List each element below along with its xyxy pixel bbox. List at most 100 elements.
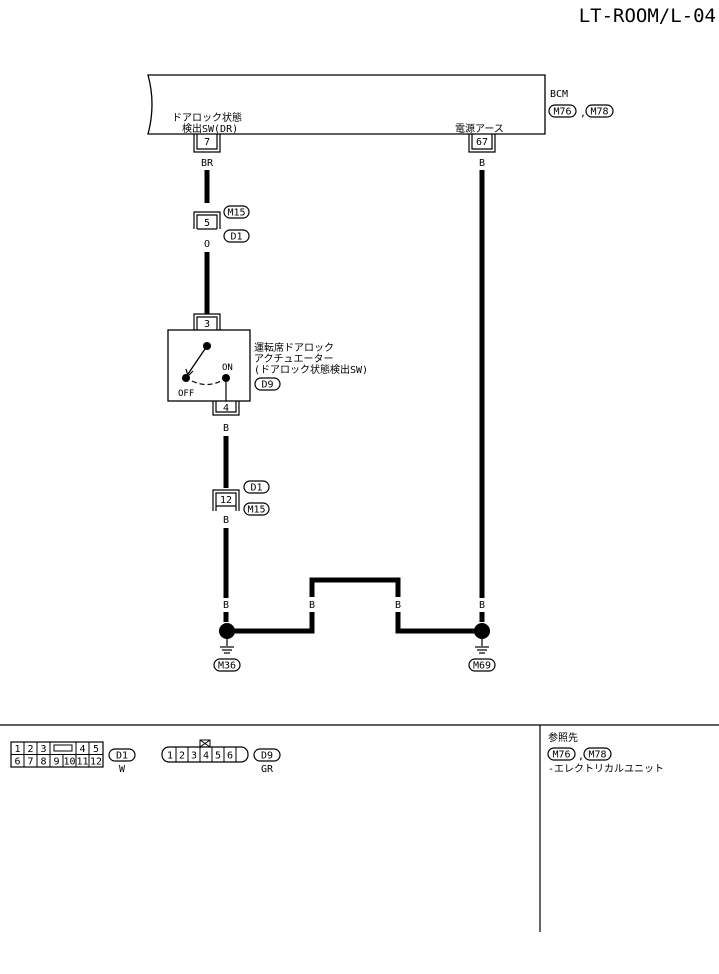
- wire-color-b-joint-left: B: [309, 600, 315, 611]
- joint2-conn-top-pill: [243, 480, 270, 494]
- bcm-term2-label: 電源アース: [455, 122, 504, 135]
- ground-right: [474, 612, 490, 654]
- bcm-pin-67-connector: 67: [468, 134, 496, 153]
- bcm-conn-sep: ,: [580, 108, 586, 119]
- d9-pin-5: 5: [215, 751, 221, 762]
- bcm-conn-m78-pill: [585, 104, 614, 118]
- joint1-connector: 5: [193, 211, 221, 230]
- switch-state-on: ON: [222, 363, 233, 373]
- ground-right-conn: M69: [473, 661, 491, 672]
- ground-left-conn-pill: [213, 658, 241, 672]
- actuator-label-1: 運転席ドアロック: [254, 341, 334, 354]
- d9-pin-2: 2: [179, 751, 185, 762]
- ground-left-node: [219, 623, 235, 639]
- joint1-conn-bottom: D1: [230, 232, 242, 243]
- legend-d1-name: D1: [116, 751, 128, 762]
- actuator-conn-pill: [254, 377, 281, 391]
- legend-d9-name: D9: [261, 751, 273, 762]
- switch-state-off: OFF: [178, 389, 194, 399]
- wire-color-b-left-mid: B: [223, 515, 229, 526]
- ref-m78: M78: [588, 750, 606, 761]
- actuator-conn: D9: [261, 380, 273, 391]
- bcm-pin-7-connector: 7: [193, 134, 221, 153]
- bcm-term1-label-1: ドアロック状態: [172, 111, 242, 124]
- bcm-conn-m76: M76: [553, 107, 571, 118]
- ground-right-conn-pill: [468, 658, 496, 672]
- switch-blade: [187, 345, 208, 375]
- bcm-conn-m78: M78: [590, 107, 608, 118]
- legend-d1-color: W: [119, 764, 126, 775]
- actuator-pin-top: 3: [204, 319, 210, 330]
- joint2-conn-top: D1: [250, 483, 262, 494]
- reference-text: -エレクトリカルユニット: [548, 763, 664, 775]
- wire-color-br: BR: [201, 158, 214, 169]
- ground-link-right: [395, 612, 480, 634]
- d1-pin-10: 10: [63, 757, 75, 768]
- ref-m78-pill: [583, 747, 612, 761]
- bcm-pin-7: 7: [204, 137, 210, 148]
- joint2-conn-bottom-pill: [243, 502, 270, 516]
- bcm-conn-m76-pill: [548, 104, 577, 118]
- legend-d1-pill: [108, 748, 136, 762]
- ref-sep: ,: [578, 751, 584, 762]
- d1-pin-2: 2: [27, 744, 33, 755]
- d9-pin-1: 1: [167, 751, 173, 762]
- joint2-connector: 12: [212, 489, 240, 511]
- legend-d9-color: GR: [261, 764, 274, 775]
- ground-left-conn: M36: [218, 661, 236, 672]
- ref-m76-pill: [547, 747, 576, 761]
- ground-link-bridge: [309, 577, 401, 597]
- d1-pin-8: 8: [40, 757, 46, 768]
- switch-contact-off: [182, 374, 190, 382]
- bcm-box: [147, 74, 546, 135]
- ground-right-node: [474, 623, 490, 639]
- joint2-conn-bottom: M15: [247, 505, 265, 516]
- joint1-conn-top-pill: [223, 205, 250, 219]
- d1-pin-11: 11: [76, 757, 88, 768]
- bcm-term1-label-2: 検出SW(DR): [182, 122, 238, 135]
- switch-travel-arc: [191, 380, 222, 386]
- actuator-pin-3-connector: 3: [193, 313, 221, 330]
- wire-color-b-joint-right: B: [395, 600, 401, 611]
- wire-color-b-ground-right: B: [479, 600, 485, 611]
- bcm-name: BCM: [550, 89, 568, 100]
- d1-pin-1: 1: [14, 744, 20, 755]
- d1-pin-7: 7: [27, 757, 33, 768]
- d1-pin-6: 6: [14, 757, 20, 768]
- d1-pin-5: 5: [93, 744, 99, 755]
- connector-d9-face: 1 2 3 4 5 6: [161, 739, 249, 763]
- d9-pin-6: 6: [227, 751, 233, 762]
- wire-color-o: O: [204, 239, 210, 250]
- d9-latch: [199, 739, 211, 748]
- actuator-pin-bottom: 4: [223, 403, 229, 414]
- wire-color-b-ground-left: B: [223, 600, 229, 611]
- d1-pin-3: 3: [40, 744, 46, 755]
- ground-left: [219, 612, 235, 654]
- actuator-label-3: (ドアロック状態検出SW): [254, 363, 368, 376]
- joint1-pin: 5: [204, 218, 210, 229]
- page-code: LT-ROOM/L-04: [579, 5, 716, 27]
- d9-pin-3: 3: [191, 751, 197, 762]
- d9-pin-4: 4: [203, 751, 209, 762]
- actuator-pin-4-connector: 4: [212, 401, 240, 416]
- bcm-connector-badges: M76 , M78: [548, 104, 614, 119]
- connector-d1-face: 1 2 3 4 5 6 7 8 9 10 11 12: [10, 741, 104, 768]
- wire-color-b-left-top: B: [223, 423, 229, 434]
- joint2-pin: 12: [220, 495, 232, 506]
- wire-color-b-right-top: B: [479, 158, 485, 169]
- ground-link-left: [228, 612, 315, 634]
- d1-latch: [53, 744, 73, 752]
- joint1-conn-top: M15: [227, 208, 245, 219]
- joint1-conn-bottom-pill: [223, 229, 250, 243]
- actuator-label-2: アクチュエーター: [254, 353, 334, 365]
- d1-pin-9: 9: [53, 757, 59, 768]
- ref-m76: M76: [552, 750, 570, 761]
- reference-title: 参照先: [548, 731, 578, 744]
- switch-contact-on: [222, 374, 230, 382]
- bcm-pin-67: 67: [476, 137, 488, 148]
- legend-d9-pill: [253, 748, 281, 762]
- actuator-box: [167, 329, 251, 402]
- d1-pin-12: 12: [90, 757, 102, 768]
- d1-pin-4: 4: [79, 744, 85, 755]
